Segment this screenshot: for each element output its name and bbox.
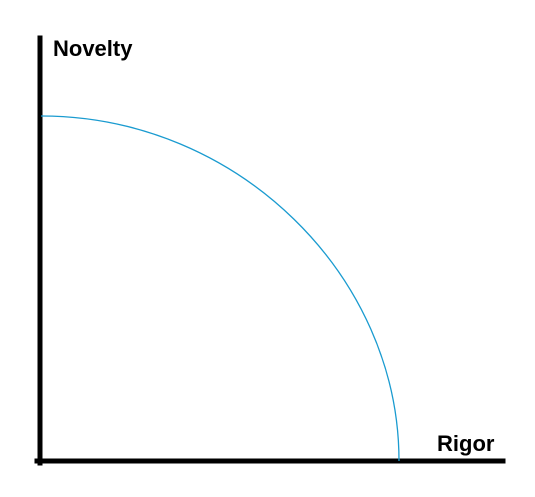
frontier-curve [40, 115, 400, 462]
x-axis-label: Rigor [437, 431, 495, 456]
y-axis-label: Novelty [53, 36, 133, 61]
